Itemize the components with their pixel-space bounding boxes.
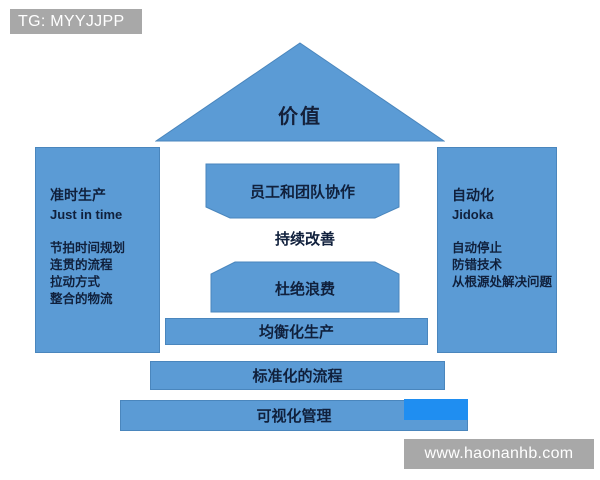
foundation-bar-standardized-process: 标准化的流程 (150, 361, 445, 390)
waste-elimination-shape: 杜绝浪费 (205, 261, 405, 313)
teamwork-label: 员工和团队协作 (249, 184, 355, 201)
pillar-right-heading-en: Jidoka (452, 207, 494, 222)
teamwork-shape: 员工和团队协作 (200, 163, 405, 219)
pillar-left-item-1: 节拍时间规划 (50, 241, 126, 255)
pillar-right-item-3: 从根源处解决问题 (452, 275, 553, 289)
pillar-left-item-2: 连贯的流程 (50, 258, 113, 272)
house-roof: 价值 (155, 42, 445, 142)
pillar-right-heading-cn: 自动化 (452, 187, 494, 203)
kaizen-label: 持续改善 (274, 231, 335, 248)
pillar-right-item-1: 自动停止 (452, 241, 503, 255)
pillar-left-heading-cn: 准时生产 (50, 187, 106, 203)
roof-label: 价值 (278, 106, 322, 128)
waste-elimination-label: 杜绝浪费 (274, 281, 335, 298)
watermark-bottom-right: www.haonanhb.com (404, 439, 594, 469)
pillar-jidoka: 自动化 Jidoka 自动停止 防错技术 从根源处解决问题 (437, 147, 557, 353)
pillar-just-in-time: 准时生产 Just in time 节拍时间规划 连贯的流程 拉动方式 整合的物… (35, 147, 160, 353)
watermark-top-left: TG: MYYJJPP (10, 9, 142, 34)
pillar-right-item-2: 防错技术 (452, 258, 503, 272)
pillar-left-item-3: 拉动方式 (50, 275, 101, 289)
foundation-bar-heijunka: 均衡化生产 (165, 318, 428, 345)
pillar-left-item-4: 整合的物流 (50, 292, 113, 306)
selection-highlight-artifact (404, 399, 468, 420)
pillar-left-heading-en: Just in time (50, 207, 123, 222)
